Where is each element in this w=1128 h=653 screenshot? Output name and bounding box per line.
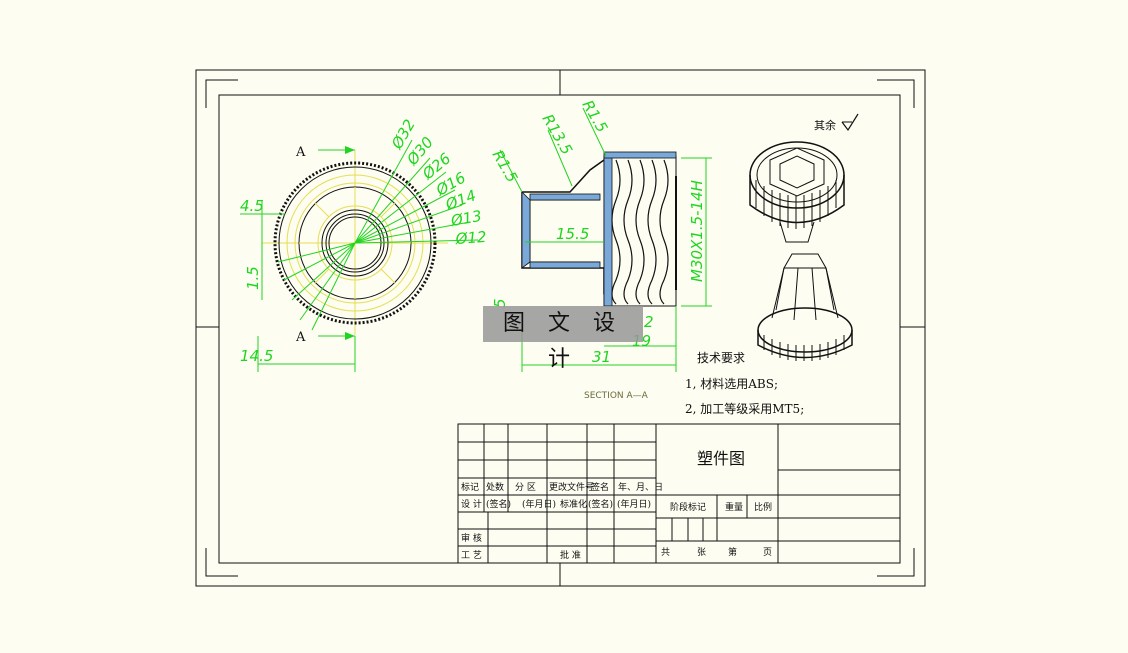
title-block: 塑件图 标记 处数 分 区 更改文件号 签名 年、月、日 设 计 (签名) (年…	[457, 423, 901, 564]
dim-thread-spec: M30X1.5-14H	[688, 180, 706, 282]
design-date: (年月日)	[522, 498, 556, 510]
dim-r1-5-left: R1.5	[489, 147, 522, 186]
section-marker-bottom: A	[295, 330, 306, 345]
hdr-count: 处数	[486, 481, 504, 493]
dim-31: 31	[592, 348, 611, 366]
notes-line-2: 2, 加工等级采用MT5;	[685, 402, 804, 416]
dim-diameter-12: Ø12	[454, 228, 487, 248]
dim-1-5: 1.5	[244, 266, 262, 290]
dim-r1-5-right: R1.5	[579, 97, 612, 136]
sheet-no-label: 第	[728, 546, 737, 558]
hdr-mark: 标记	[461, 481, 479, 493]
isometric-bottom-image	[757, 253, 853, 361]
section-marker-top: A	[295, 145, 306, 160]
technical-notes: 技术要求 1, 材料选用ABS; 2, 加工等级采用MT5;	[685, 351, 804, 416]
section-label: SECTION A—A	[584, 391, 649, 401]
notes-title: 技术要求	[697, 351, 745, 365]
hdr-sign: 签名	[591, 481, 609, 493]
hdr-zone: 分 区	[515, 482, 536, 493]
dim-r13-5: R13.5	[539, 111, 577, 158]
stage-mark-label: 阶段标记	[670, 501, 706, 513]
dim-diameter-13: Ø13	[449, 207, 484, 230]
notes-line-1: 1, 材料选用ABS;	[685, 377, 778, 391]
approve-label: 批 准	[560, 549, 581, 561]
dim-15-5: 15.5	[556, 225, 589, 243]
design-label: 设 计	[461, 498, 482, 510]
review-label: 审 核	[461, 532, 482, 544]
standardization-date: (年月日)	[617, 498, 651, 510]
standardization-label: 标准化	[560, 498, 587, 510]
roughness-check-icon	[841, 113, 859, 132]
roughness-note: 其余	[814, 118, 836, 132]
design-sign: (签名)	[486, 498, 511, 510]
watermark-overlay: 图 文 设 计	[483, 306, 643, 372]
dim-14-5: 14.5	[240, 347, 273, 365]
weight-label: 重量	[725, 501, 743, 513]
process-label: 工 艺	[461, 550, 482, 561]
scale-label: 比例	[754, 501, 772, 513]
dim-2: 2	[644, 313, 654, 331]
dim-5: 5	[491, 298, 509, 308]
dim-4-5: 4.5	[240, 197, 264, 215]
front-view: A A Ø32 Ø30 Ø26 Ø16 Ø14 Ø13 Ø12 4.5 1.5 …	[240, 116, 487, 372]
part-name: 塑件图	[697, 449, 745, 468]
sheets-unit-1: 张	[697, 547, 706, 558]
isometric-top-image	[749, 141, 845, 243]
standardization-sign: (签名)	[588, 498, 613, 510]
hdr-date: 年、月、日	[618, 481, 663, 493]
hdr-change-doc: 更改文件号	[549, 481, 594, 493]
sheets-unit-2: 页	[763, 547, 772, 558]
section-view: R1.5 R13.5 R1.5 15.5 M30X1.5-14H 31 2 19…	[489, 97, 712, 401]
sheets-total-label: 共	[661, 547, 670, 558]
